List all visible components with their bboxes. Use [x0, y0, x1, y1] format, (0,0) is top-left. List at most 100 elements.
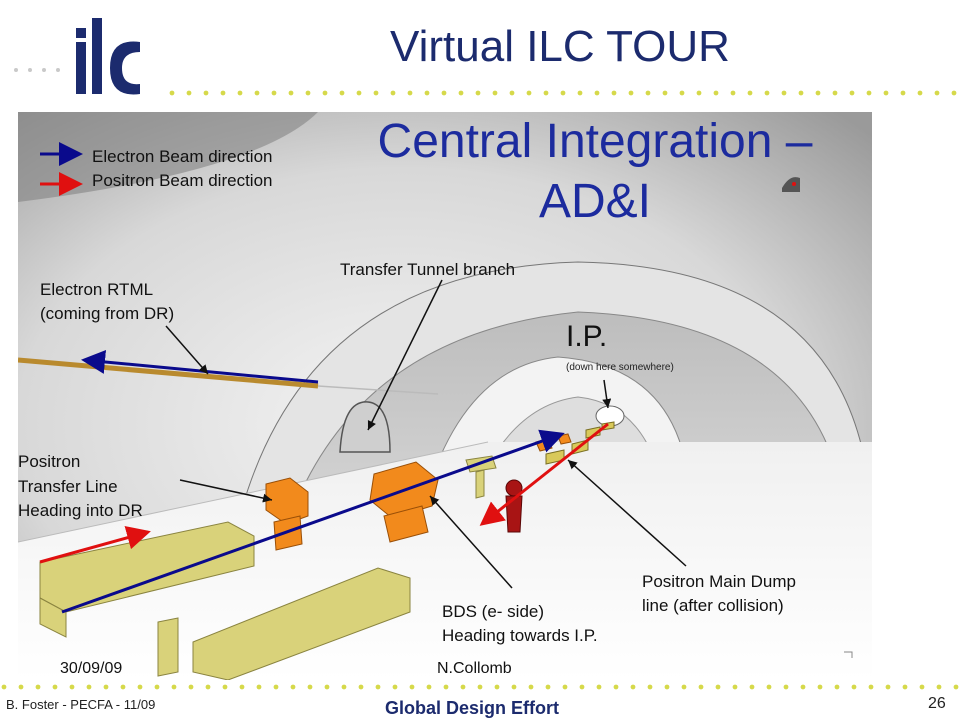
rule-dot [543, 90, 549, 96]
rule-dot [834, 684, 840, 690]
rule-dot [220, 90, 226, 96]
rule-dot [203, 90, 209, 96]
rule-dot [154, 684, 160, 690]
electron-beam-arrow [61, 429, 565, 614]
label-electron-rtml-1: Electron RTML [40, 280, 154, 299]
rule-dot [817, 684, 823, 690]
label-positron-dump-2: line (after collision) [642, 596, 784, 615]
rule-dot [630, 684, 636, 690]
rule-dot [953, 684, 959, 690]
rule-dot [509, 90, 515, 96]
rule-dot [443, 684, 449, 690]
magnet-positron-tl [265, 477, 309, 525]
rtml-pipe-far [317, 385, 439, 395]
pointer-positron-dump [567, 459, 687, 567]
rule-dot [358, 684, 364, 690]
corner-mark-icon [844, 651, 853, 658]
label-bds-1: BDS (e- side) [442, 602, 545, 621]
rule-dot [441, 90, 447, 96]
slide-author: N.Collomb [437, 660, 512, 677]
rule-dot [815, 90, 821, 96]
rule-dot [715, 684, 721, 690]
rule-dot [205, 684, 211, 690]
label-bds-2: Heading towards I.P. [442, 626, 598, 645]
page-number: 26 [928, 695, 946, 712]
label-positron-dump-1: Positron Main Dump [642, 572, 797, 591]
rule-dot [424, 90, 430, 96]
rule-dot [579, 684, 585, 690]
tunnel-scene [18, 112, 872, 680]
rule-dot [460, 684, 466, 690]
rule-dot [256, 684, 262, 690]
floor-edge [18, 441, 489, 543]
rule-dot [375, 684, 381, 690]
rule-dot [18, 684, 24, 690]
rule-dot [679, 90, 685, 96]
tunnel-shadow [18, 112, 318, 202]
rule-dot [594, 90, 600, 96]
rule-dot [832, 90, 838, 96]
rule-dot [596, 684, 602, 690]
rule-dot [188, 684, 194, 690]
rule-dot [237, 90, 243, 96]
label-ip-note: (down here somewhere) [566, 362, 674, 373]
rule-dot [766, 684, 772, 690]
rule-dot [919, 684, 925, 690]
rule-dot [458, 90, 464, 96]
rule-dot [186, 90, 192, 96]
scene-title-line1: Central Integration – [377, 115, 813, 168]
rule-dot [526, 90, 532, 96]
rule-dot [137, 684, 143, 690]
rule-dot [866, 90, 872, 96]
compass-icon [782, 177, 800, 192]
rule-dot [783, 684, 789, 690]
rule-dot [885, 684, 891, 690]
ilc-logo: ilc [14, 18, 140, 95]
rule-dot [747, 90, 753, 96]
girder-front-center [192, 567, 411, 680]
girder-leg [157, 617, 179, 677]
rule-dot [664, 684, 670, 690]
rule-dot [407, 90, 413, 96]
rule-dot [271, 90, 277, 96]
positron-tl-arrow [39, 526, 151, 564]
scene-title-line2: AD&I [538, 175, 652, 228]
rule-dot [730, 90, 736, 96]
rule-dot [713, 90, 719, 96]
rule-dot [645, 90, 651, 96]
label-transfer-tunnel: Transfer Tunnel branch [340, 260, 516, 279]
rule-dot [86, 684, 92, 690]
rule-dot [222, 684, 228, 690]
rule-dot [868, 684, 874, 690]
rule-dot [120, 684, 126, 690]
footer-author: B. Foster - PECFA - 11/09 [6, 697, 156, 712]
rule-dot [764, 90, 770, 96]
rule-dot [749, 684, 755, 690]
label-positron-tl-3: Heading into DR [18, 501, 143, 520]
far-element-3 [585, 426, 601, 439]
rule-dot [409, 684, 415, 690]
scene-title: Central Integration – AD&I [300, 112, 890, 232]
rule-dot [339, 90, 345, 96]
rule-dot [851, 684, 857, 690]
girder-front-left-end [39, 597, 67, 638]
pointer-positron-tl [179, 479, 273, 503]
rule-dot [900, 90, 906, 96]
rule-dot [662, 90, 668, 96]
rule-dot [324, 684, 330, 690]
legend-positron-label: Positron Beam direction [92, 171, 273, 190]
rule-dot [273, 684, 279, 690]
label-ip: I.P. [566, 320, 608, 353]
rule-dot [254, 90, 260, 96]
rule-dot [545, 684, 551, 690]
rule-dot [373, 90, 379, 96]
slide-date: 30/09/09 [60, 660, 123, 677]
rule-dot [390, 90, 396, 96]
rule-dot [562, 684, 568, 690]
rule-dot [647, 684, 653, 690]
pointer-ip [602, 379, 612, 409]
label-electron-rtml-2: (coming from DR) [40, 304, 175, 323]
rule-dot [356, 90, 362, 96]
rule-dot [781, 90, 787, 96]
rule-dot [528, 684, 534, 690]
